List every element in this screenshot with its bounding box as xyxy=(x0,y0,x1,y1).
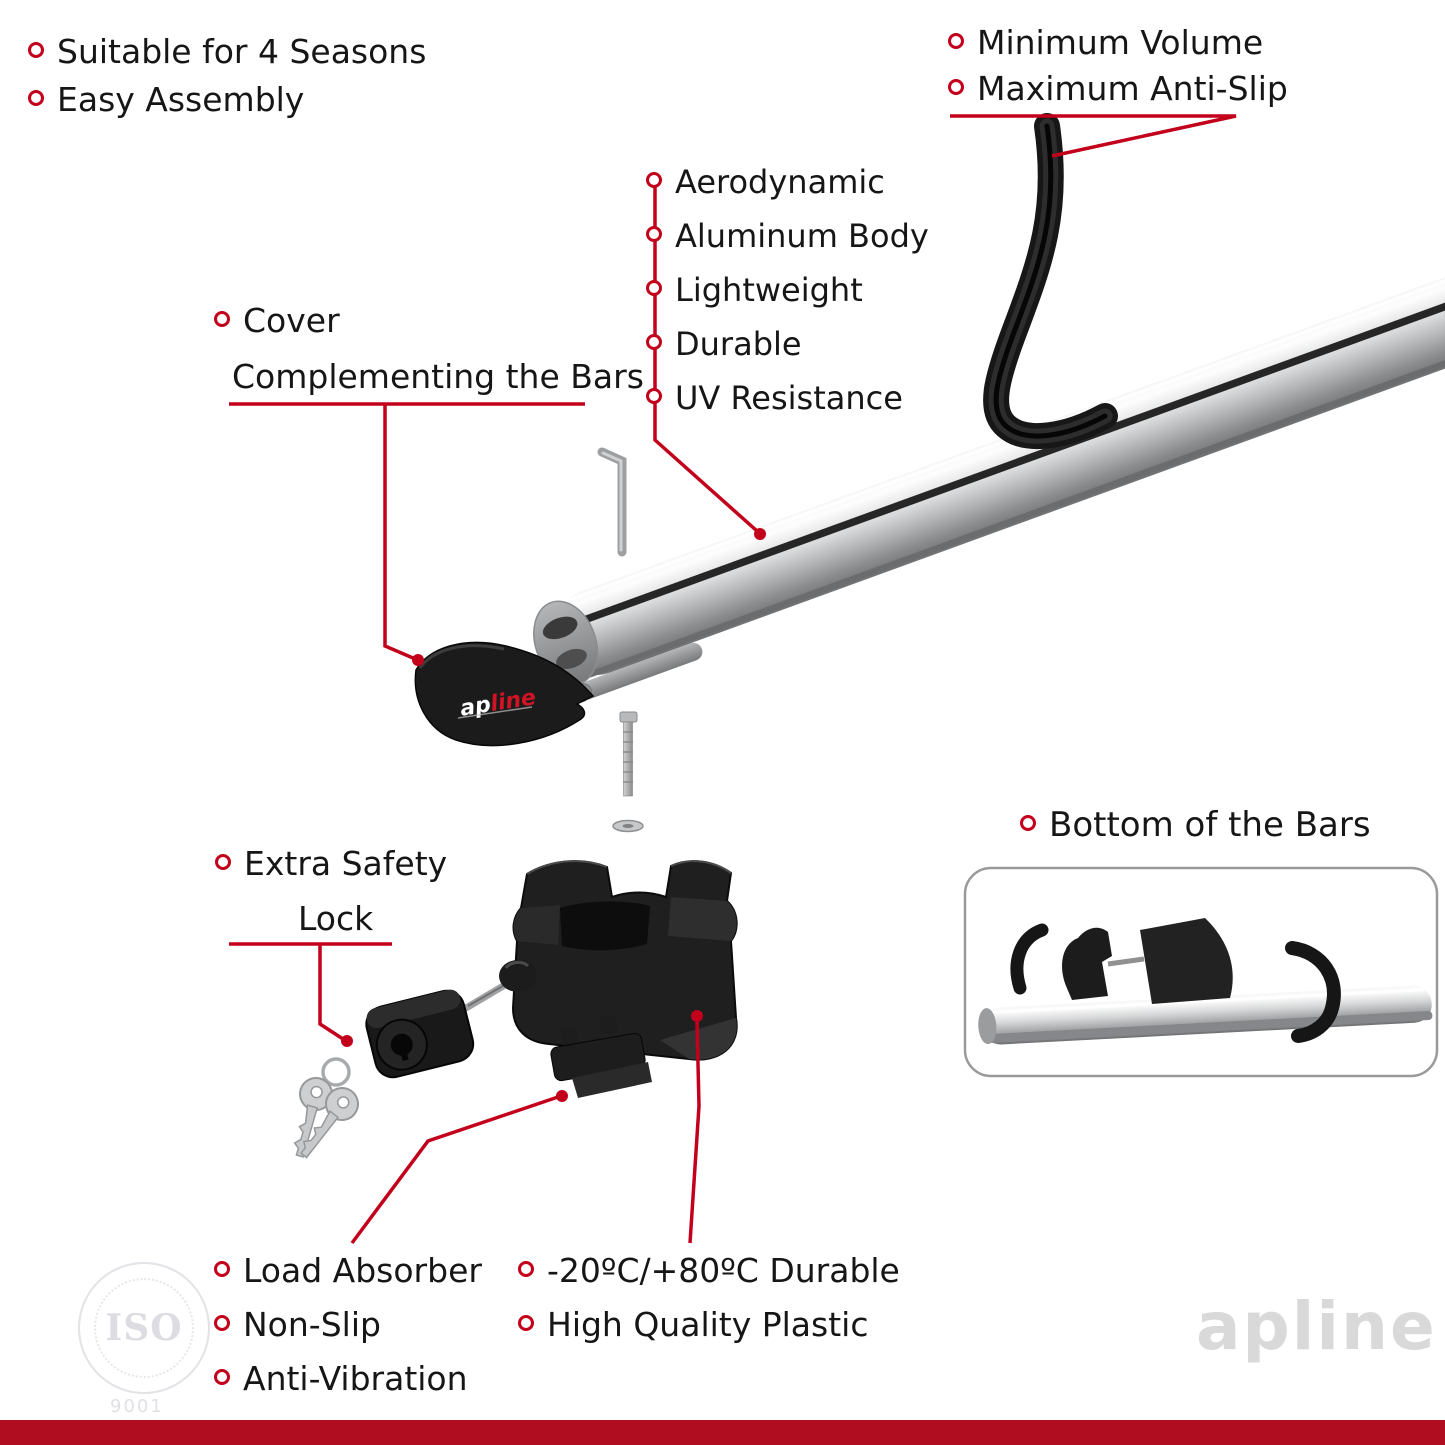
bullet-icon xyxy=(214,1261,230,1277)
bar-lower-rail xyxy=(577,642,703,700)
bar-feature-1: Aerodynamic xyxy=(646,164,885,201)
feature-label: Lightweight xyxy=(675,271,863,309)
key-ring xyxy=(321,1057,351,1087)
feature-label: Suitable for 4 Seasons xyxy=(57,32,427,71)
label-text: Lock xyxy=(298,899,374,938)
inset-clamp-claw xyxy=(1062,927,1112,1000)
bullet-icon xyxy=(646,388,662,404)
bar-feature-2: Aluminum Body xyxy=(646,218,929,255)
feature-top-right-2: Maximum Anti-Slip xyxy=(948,70,1288,108)
bullet-icon xyxy=(214,1315,230,1331)
bar-feature-5: UV Resistance xyxy=(646,380,903,417)
feature-bottom-left-1: Load Absorber xyxy=(214,1252,482,1290)
safety-lock xyxy=(365,960,537,1079)
cover-label-line1: Cover xyxy=(214,302,340,340)
cover-label-line2: Complementing the Bars xyxy=(232,358,644,396)
feature-label: Anti-Vibration xyxy=(243,1359,468,1398)
load-absorber-part xyxy=(550,1014,652,1098)
bolt xyxy=(619,711,638,797)
iso-number: 9001 xyxy=(110,1396,164,1417)
feature-label: High Quality Plastic xyxy=(547,1305,869,1344)
iso-seal: ISO xyxy=(78,1262,210,1394)
bullet-icon xyxy=(28,90,44,106)
bullet-icon xyxy=(215,854,231,870)
bullet-icon xyxy=(28,42,44,58)
connector-dots xyxy=(341,528,766,1102)
bullet-icon xyxy=(214,311,230,327)
bullet-icon xyxy=(948,33,964,49)
feature-bottom-mid-2: High Quality Plastic xyxy=(518,1306,868,1344)
label-text: Extra Safety xyxy=(244,844,448,883)
bullet-icon xyxy=(646,172,662,188)
washer xyxy=(612,819,644,833)
bar-feature-4: Durable xyxy=(646,326,802,363)
feature-top-left-1: Suitable for 4 Seasons xyxy=(28,33,426,71)
label-text: Cover xyxy=(243,301,340,340)
mounting-foot xyxy=(511,860,738,1061)
feature-bottom-left-2: Non-Slip xyxy=(214,1306,381,1344)
bar-slot xyxy=(553,285,1445,635)
feature-top-left-2: Easy Assembly xyxy=(28,81,304,119)
footer-accent-bar xyxy=(0,1420,1445,1445)
feature-bottom-left-3: Anti-Vibration xyxy=(214,1360,468,1398)
iso-label: ISO xyxy=(94,1278,194,1378)
feature-label: Durable xyxy=(675,325,802,363)
label-text: Bottom of the Bars xyxy=(1049,805,1371,845)
bullet-icon xyxy=(646,334,662,350)
bottom-of-bars-inset xyxy=(963,866,1439,1078)
lock-label-line1: Extra Safety xyxy=(215,845,447,883)
bar-cover: apline xyxy=(414,641,595,747)
aluminum-bar xyxy=(533,264,1445,703)
feature-label: Minimum Volume xyxy=(977,23,1264,62)
allen-key xyxy=(597,447,627,557)
inset-rubber-right xyxy=(1285,941,1341,1043)
bottom-bars-heading: Bottom of the Bars xyxy=(1020,805,1371,845)
bullet-icon xyxy=(646,280,662,296)
feature-top-right-1: Minimum Volume xyxy=(948,24,1263,62)
rubber-strip xyxy=(983,113,1118,449)
bullet-icon xyxy=(1020,815,1036,831)
bullet-icon xyxy=(646,226,662,242)
bullet-icon xyxy=(948,79,964,95)
bar-feature-3: Lightweight xyxy=(646,272,863,309)
feature-label: -20ºC/+80ºC Durable xyxy=(547,1251,900,1290)
feature-label: Aluminum Body xyxy=(675,217,929,255)
lock-knob xyxy=(499,960,537,992)
feature-label: Aerodynamic xyxy=(675,163,885,201)
feature-label: Easy Assembly xyxy=(57,80,305,119)
label-text: Complementing the Bars xyxy=(232,357,644,396)
feature-label: UV Resistance xyxy=(675,379,903,417)
connector-lines xyxy=(229,114,1237,1245)
keys xyxy=(281,1057,366,1166)
inset-rubber-left xyxy=(1010,923,1049,995)
feature-bottom-mid-1: -20ºC/+80ºC Durable xyxy=(518,1252,900,1290)
feature-label: Load Absorber xyxy=(243,1251,482,1290)
lock-label-line2: Lock xyxy=(298,900,373,938)
bullet-icon xyxy=(518,1261,534,1277)
bullet-icon xyxy=(214,1369,230,1385)
brand-watermark: apline xyxy=(1196,1288,1437,1365)
inset-clamp-body xyxy=(1140,918,1233,1004)
feature-label: Maximum Anti-Slip xyxy=(977,69,1288,108)
bullet-icon xyxy=(518,1315,534,1331)
feature-label: Non-Slip xyxy=(243,1305,381,1344)
